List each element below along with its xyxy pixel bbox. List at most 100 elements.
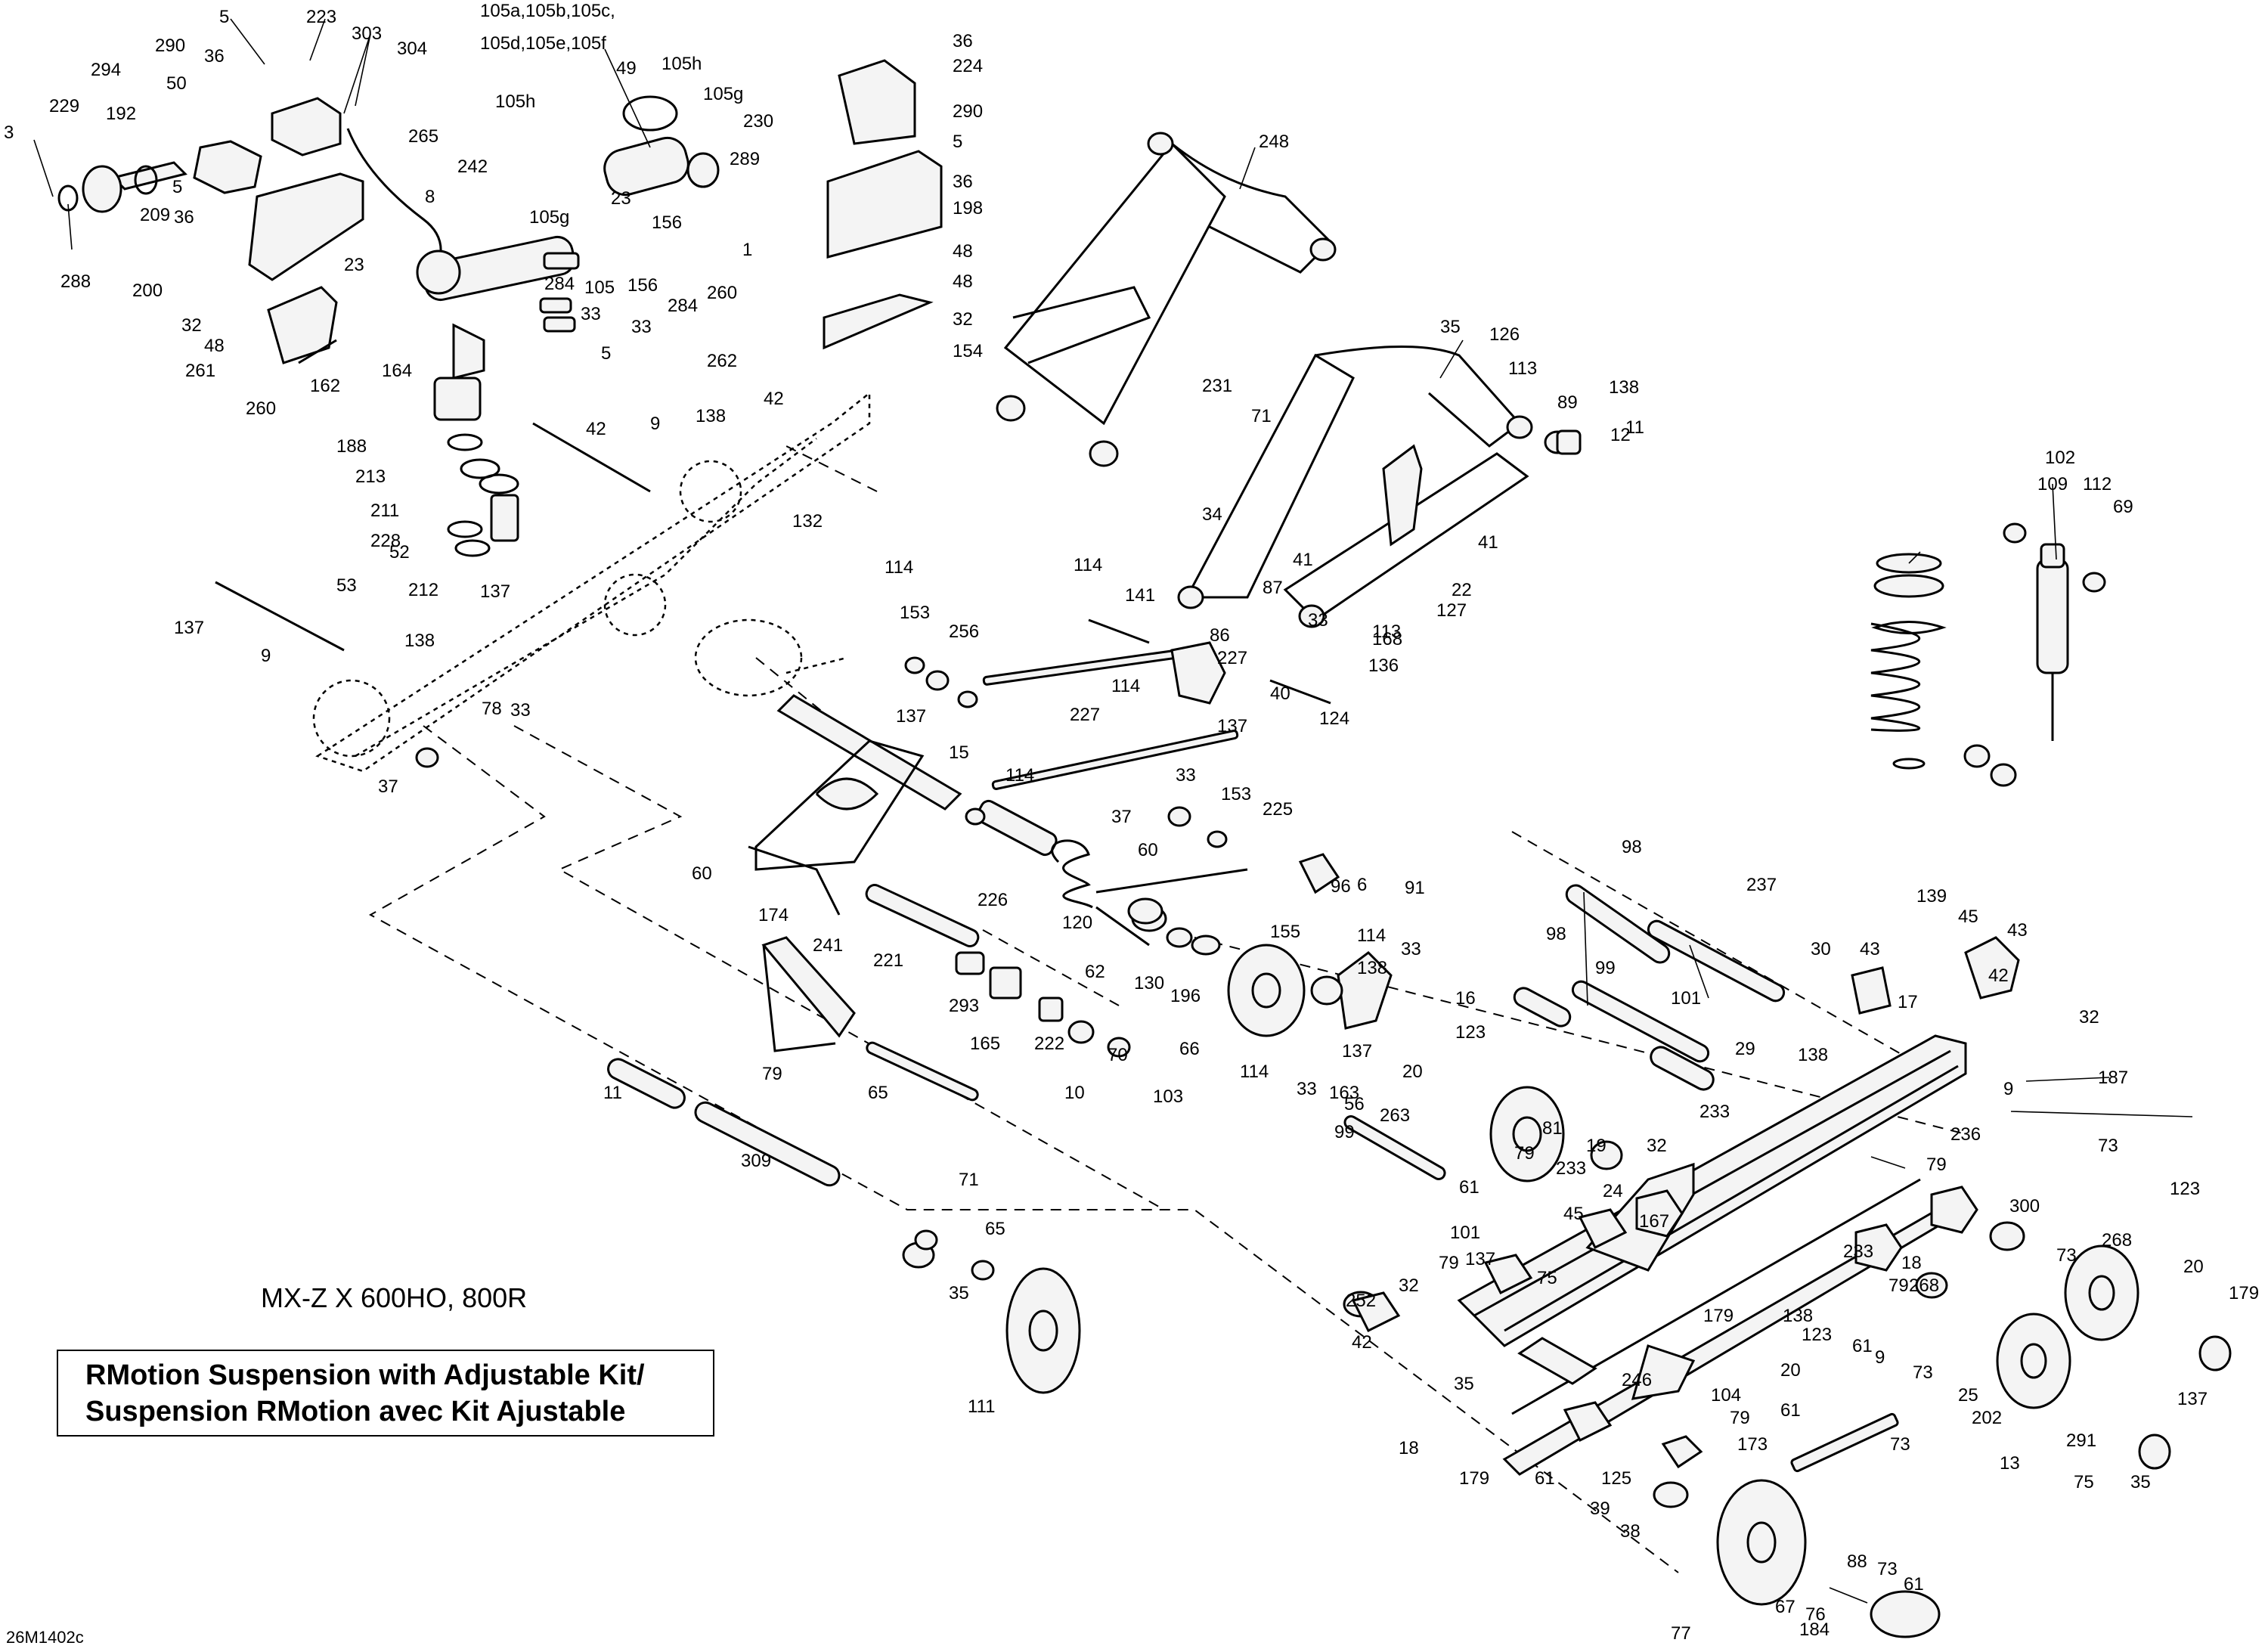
callout-label: 102 (2045, 448, 2075, 468)
callout-label: 8 (425, 187, 435, 207)
callout-label: 198 (953, 198, 983, 219)
callout-label: 61 (1459, 1177, 1479, 1198)
callout-label: 5 (601, 343, 611, 364)
callout-label: 61 (1852, 1336, 1873, 1356)
callout-label: 53 (336, 575, 357, 596)
callout-label: 71 (1251, 406, 1272, 426)
callout-label: 109 (2037, 474, 2068, 494)
callout-label: 69 (2113, 497, 2133, 517)
callout-label: 61 (1904, 1574, 1924, 1595)
callout-label: 43 (1860, 939, 1880, 959)
callout-label: 23 (611, 188, 631, 209)
callout-label: 18 (1399, 1438, 1419, 1458)
callout-label: 138 (696, 406, 726, 426)
callout-label: 139 (1916, 886, 1947, 907)
callout-label: 32 (1647, 1136, 1667, 1156)
callout-label: 173 (1737, 1434, 1768, 1455)
callout-label: 88 (1847, 1551, 1867, 1572)
callout-label: 45 (1958, 907, 1978, 927)
callout-label: 168 (1372, 629, 1402, 649)
callout-label: 260 (246, 398, 276, 419)
callout-label: 13 (2000, 1453, 2020, 1474)
callout-label: 138 (1798, 1045, 1828, 1065)
callout-label: 105h (662, 54, 702, 74)
callout-label: 6 (1357, 875, 1367, 895)
callout-label: 48 (953, 241, 973, 262)
callout-label: 32 (953, 309, 973, 330)
callout-label: 79 (1730, 1408, 1750, 1428)
callout-label: 123 (1455, 1022, 1486, 1043)
callout-label: 114 (1111, 676, 1140, 696)
callout-label: 114 (1074, 555, 1102, 575)
title-french: Suspension RMotion avec Kit Ajustable (85, 1396, 626, 1427)
callout-label: 5 (172, 177, 182, 197)
callout-label: 78 (482, 699, 502, 719)
callout-label: 256 (949, 621, 979, 642)
callout-label: 105a,105b,105c, (480, 1, 615, 21)
callout-label: 36 (953, 31, 973, 51)
callout-label: 50 (166, 73, 187, 94)
callout-label: 179 (1459, 1468, 1489, 1489)
callout-label: 22 (1452, 580, 1472, 600)
callout-label: 120 (1062, 913, 1092, 933)
callout-label: 136 (1368, 656, 1399, 676)
callout-label: 48 (953, 271, 973, 292)
callout-label: 153 (900, 603, 930, 623)
callout-label: 87 (1263, 578, 1283, 598)
callout-label: 127 (1436, 600, 1467, 621)
slide-rails (1457, 1034, 1969, 1476)
callout-label: 252 (1346, 1291, 1376, 1311)
callout-label: 163 (1329, 1083, 1359, 1103)
callout-label: 284 (544, 274, 575, 294)
callout-label: 37 (378, 776, 398, 797)
model-name: MX-Z X 600HO, 800R (261, 1282, 528, 1313)
callout-label: 137 (1217, 716, 1247, 736)
callout-label: 138 (404, 631, 435, 651)
top-left-shock-cluster (57, 59, 943, 557)
callout-label: 141 (1125, 585, 1155, 606)
callout-label: 114 (885, 557, 913, 578)
callout-label: 73 (1877, 1559, 1898, 1579)
callout-label: 41 (1478, 532, 1498, 553)
callout-label: 137 (480, 581, 510, 602)
callout-label: 230 (743, 111, 773, 132)
callout-label: 45 (1563, 1204, 1584, 1224)
callout-label: 33 (1176, 765, 1196, 786)
callout-label: 101 (1450, 1223, 1480, 1243)
callout-label: 265 (408, 126, 438, 147)
callout-label: 67 (1775, 1597, 1796, 1617)
callout-label: 293 (949, 996, 979, 1016)
callout-label: 132 (792, 511, 823, 532)
callout-label: 9 (650, 414, 660, 434)
callout-label: 225 (1263, 799, 1293, 820)
callout-label: 229 (49, 96, 79, 116)
callout-label: 111 (968, 1396, 995, 1417)
callout-label: 86 (1210, 625, 1230, 646)
callout-label: 79 (1439, 1253, 1459, 1273)
callout-label: 65 (985, 1219, 1005, 1239)
callout-label: 73 (2056, 1245, 2077, 1266)
callout-label: 62 (1085, 962, 1105, 982)
callout-label: 42 (586, 419, 606, 439)
callout-label: 164 (382, 361, 412, 381)
callout-label: 187 (2098, 1068, 2128, 1088)
callout-label: 211 (370, 501, 399, 521)
idler-wheels (1005, 944, 2232, 1638)
callout-labels: 3 5 36 223 303 304 290 294 50 229 192 5 … (4, 1, 2259, 1644)
callout-label: 96 (1331, 876, 1351, 897)
callout-label: 33 (581, 304, 601, 324)
callout-label: 174 (758, 905, 789, 925)
callout-label: 3 (4, 122, 14, 143)
callout-label: 224 (953, 56, 983, 76)
leader-lines (33, 18, 2193, 1604)
callout-label: 248 (1259, 132, 1289, 152)
callout-label: 52 (389, 542, 410, 563)
callout-label: 221 (873, 950, 903, 971)
callout-label: 36 (953, 172, 973, 192)
callout-label: 202 (1972, 1408, 2002, 1428)
callout-label: 60 (1138, 840, 1158, 860)
callout-label: 105h (495, 91, 535, 112)
callout-label: 48 (204, 336, 225, 356)
callout-label: 179 (2229, 1283, 2259, 1303)
